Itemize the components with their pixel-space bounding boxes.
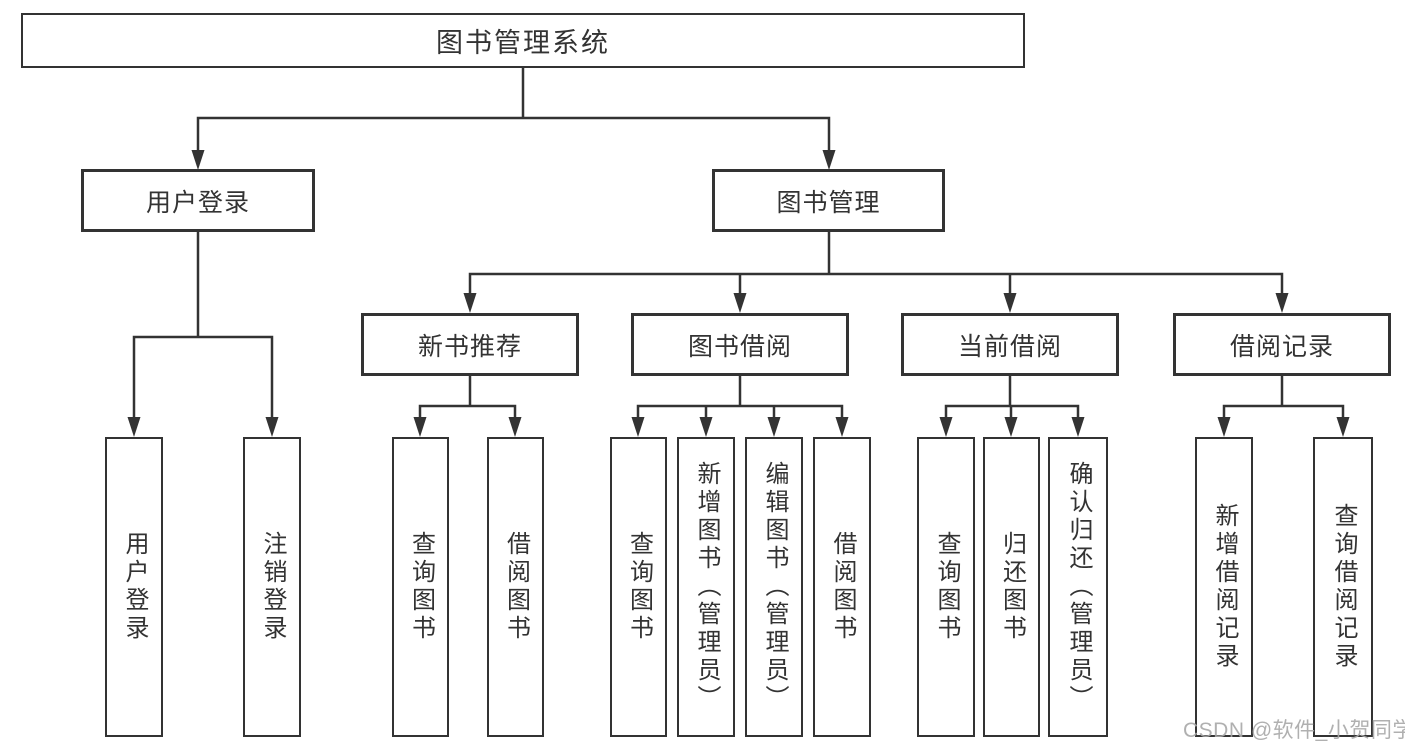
connector-line (636, 404, 844, 431)
leaf-current-return-books: 归还图书 (983, 437, 1040, 737)
connector-line (1222, 404, 1345, 431)
connector-line (132, 335, 274, 431)
arrow-down-icon (733, 293, 747, 313)
node-label: 图书管理系统 (436, 28, 610, 58)
connector-line (196, 116, 831, 164)
node-label: 图书管理 (776, 188, 881, 217)
node-label: 当前借阅 (957, 332, 1062, 361)
node-borrow-records: 借阅记录 (1173, 313, 1391, 376)
leaf-current-confirm-return-admin: 确认归还（管理员） (1048, 437, 1108, 737)
leaf-borrow-query-books: 查询图书 (610, 437, 667, 737)
leaf-borrow-add-books-admin: 新增图书（管理员） (677, 437, 735, 737)
leaf-records-query-record: 查询借阅记录 (1313, 437, 1373, 737)
leaf-borrow-borrow-books: 借阅图书 (813, 437, 871, 737)
arrowheads (127, 150, 1350, 437)
node-label: 新书推荐 (417, 332, 522, 361)
node-label: 图书借阅 (687, 332, 792, 361)
node-label: 查询借阅记录 (1330, 503, 1357, 671)
leaf-logout-login: 注销登录 (243, 437, 301, 737)
node-label: 注销登录 (259, 531, 286, 643)
node-label: 编辑图书（管理员） (761, 461, 788, 713)
arrow-down-icon (767, 417, 781, 437)
arrow-down-icon (508, 417, 522, 437)
node-book-management: 图书管理 (712, 169, 945, 232)
arrow-down-icon (1003, 293, 1017, 313)
leaf-current-query-books: 查询图书 (917, 437, 975, 737)
node-new-book-recommend: 新书推荐 (361, 313, 579, 376)
arrow-down-icon (1275, 293, 1289, 313)
node-label: 用户登录 (145, 188, 250, 217)
leaf-records-add-record: 新增借阅记录 (1195, 437, 1253, 737)
arrow-down-icon (413, 417, 427, 437)
connector-line-group (132, 68, 1345, 431)
arrow-down-icon (939, 417, 953, 437)
connector-line (468, 272, 1284, 307)
arrow-down-icon (191, 150, 205, 170)
node-label: 查询图书 (407, 531, 435, 643)
arrow-down-icon (835, 417, 849, 437)
arrow-down-icon (1071, 417, 1085, 437)
arrow-down-icon (265, 417, 279, 437)
arrow-down-icon (1336, 417, 1350, 437)
node-label: 查询图书 (933, 531, 960, 643)
node-label: 查询图书 (625, 531, 653, 643)
csdn-watermark: CSDN @软件_小贺同学 (1183, 719, 1405, 742)
arrow-down-icon (699, 417, 713, 437)
leaf-newbook-query-books: 查询图书 (392, 437, 449, 737)
arrow-down-icon (463, 293, 477, 313)
node-label: 借阅记录 (1229, 332, 1334, 361)
node-label: 借阅图书 (829, 531, 856, 643)
node-user-login: 用户登录 (81, 169, 315, 232)
node-current-borrow: 当前借阅 (901, 313, 1119, 376)
arrow-down-icon (1004, 417, 1018, 437)
node-label: 确认归还（管理员） (1065, 461, 1092, 713)
leaf-borrow-edit-books-admin: 编辑图书（管理员） (745, 437, 803, 737)
node-root-system: 图书管理系统 (21, 13, 1025, 68)
node-label: 新增图书（管理员） (693, 461, 720, 713)
leaf-user-login: 用户登录 (105, 437, 163, 737)
node-label: 新增借阅记录 (1211, 503, 1238, 671)
node-label: 用户登录 (121, 531, 148, 643)
leaf-newbook-borrow-books: 借阅图书 (487, 437, 544, 737)
node-book-borrow: 图书借阅 (631, 313, 849, 376)
node-label: 归还图书 (998, 531, 1026, 643)
node-label: 借阅图书 (502, 531, 530, 643)
connector-line (418, 404, 517, 431)
arrow-down-icon (631, 417, 645, 437)
arrow-down-icon (1217, 417, 1231, 437)
arrow-down-icon (822, 150, 836, 170)
arrow-down-icon (127, 417, 141, 437)
